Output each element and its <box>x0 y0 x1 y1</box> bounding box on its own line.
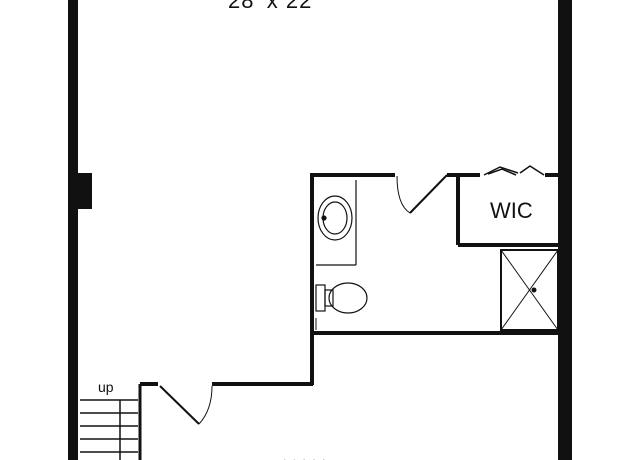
left-wall-pilaster <box>78 173 92 209</box>
stairs-icon <box>80 399 138 460</box>
stairs-direction-label: up <box>98 379 114 395</box>
toilet-icon <box>315 282 368 314</box>
walk-in-closet <box>456 173 558 247</box>
bathroom <box>310 173 558 385</box>
walk-in-closet-label: WIC <box>490 198 533 223</box>
sink-icon <box>317 195 353 241</box>
room-dimensions-label: 28' x 22' <box>228 0 318 13</box>
shower-icon <box>500 249 559 331</box>
lower-room-dimensions-label: · · · · · <box>282 452 326 460</box>
bifold-door-icon <box>483 165 545 176</box>
left-exterior-wall <box>68 0 78 460</box>
door-swing-icon <box>396 173 458 214</box>
stair-door <box>138 382 313 460</box>
right-exterior-wall <box>558 0 572 460</box>
